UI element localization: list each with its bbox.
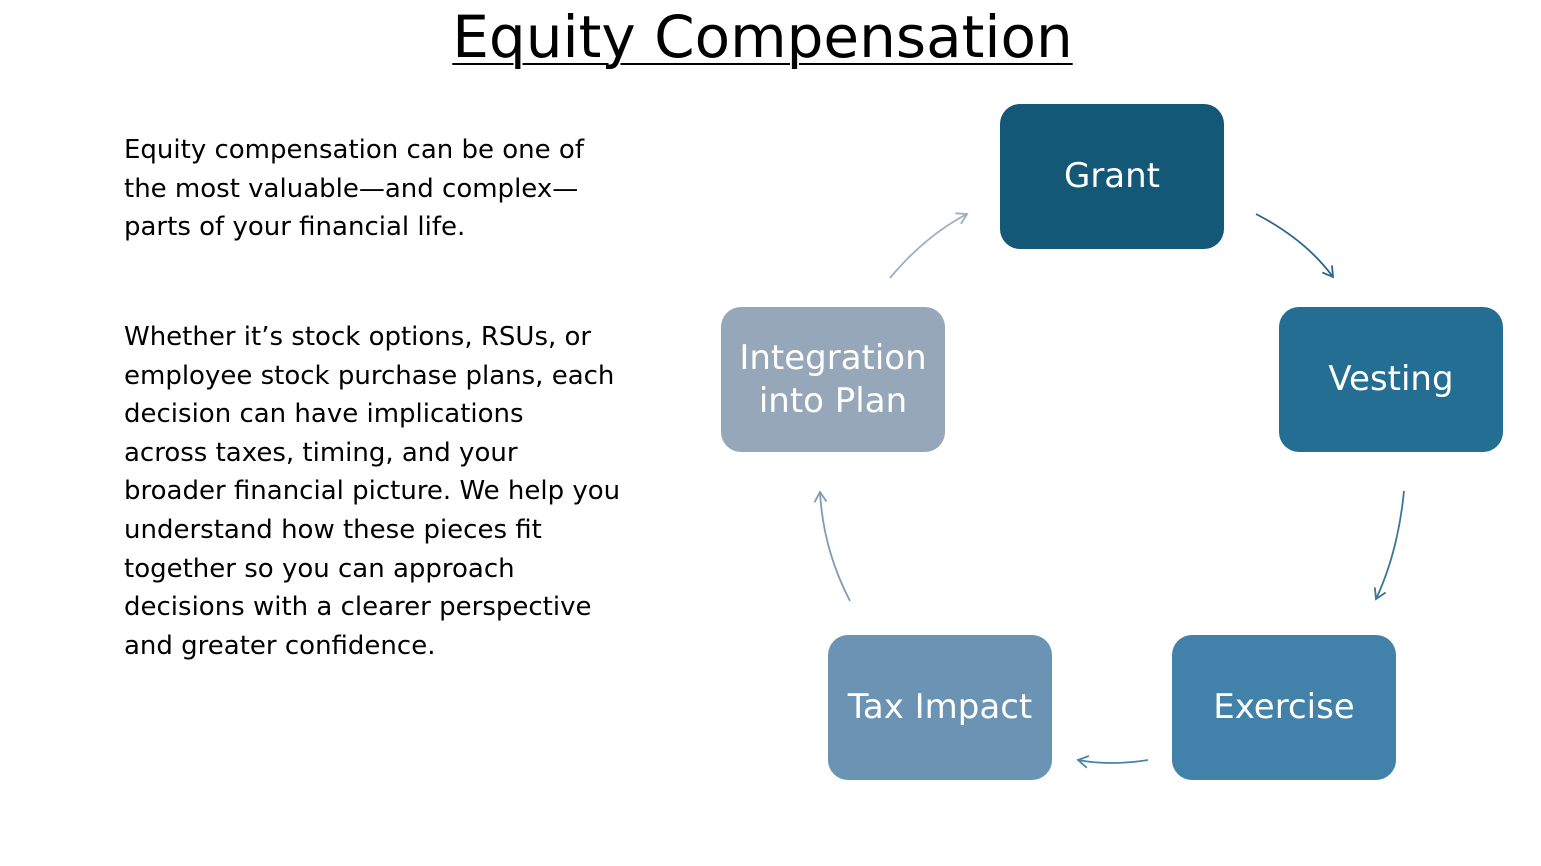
arrow-tax-impact-to-integration: [813, 490, 851, 602]
cycle-node-integration-label: Integration into Plan: [739, 337, 927, 421]
page-title: Equity Compensation: [452, 3, 1073, 71]
cycle-node-exercise: Exercise: [1172, 635, 1396, 780]
detail-paragraph: Whether it’s stock options, RSUs, or emp…: [124, 322, 621, 661]
arrow-vesting-to-exercise: [1373, 490, 1405, 601]
cycle-node-grant: Grant: [1000, 104, 1224, 249]
cycle-node-tax-impact-label: Tax Impact: [847, 687, 1033, 727]
cycle-node-vesting: Vesting: [1279, 307, 1503, 452]
cycle-node-grant-label: Grant: [1063, 156, 1161, 196]
cycle-node-vesting-label: Vesting: [1328, 359, 1454, 399]
arrow-grant-to-vesting: [1255, 213, 1335, 279]
cycle-node-exercise-label: Exercise: [1213, 687, 1355, 727]
cycle-node-integration: Integration into Plan: [721, 307, 945, 452]
arrow-integration-to-grant: [889, 212, 969, 279]
arrow-exercise-to-tax-impact: [1076, 755, 1149, 769]
intro-paragraph: Equity compensation can be one of the mo…: [124, 135, 584, 243]
cycle-node-tax-impact: Tax Impact: [828, 635, 1052, 780]
